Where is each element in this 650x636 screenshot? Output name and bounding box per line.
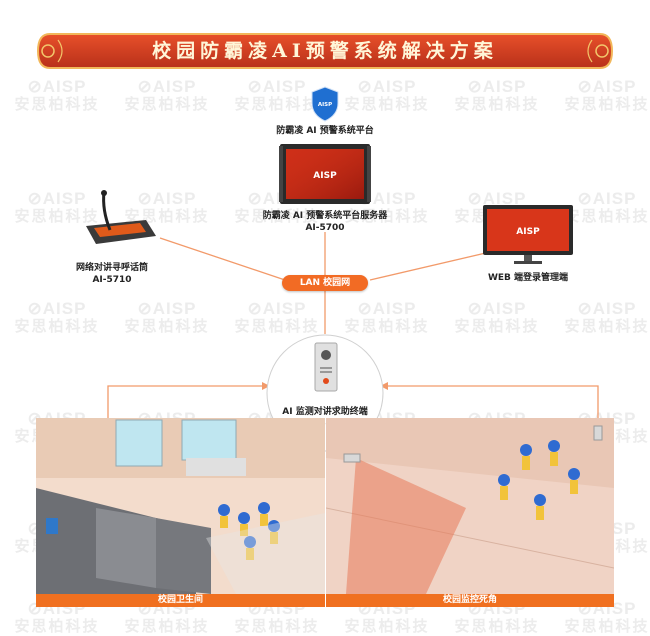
web-monitor-icon: AISP: [483, 205, 573, 264]
blind-spot-scene: [326, 418, 614, 594]
page-title: 校园防霸凌AI预警系统解决方案: [152, 40, 498, 62]
mic-name: 网络对讲寻呼话筒: [75, 263, 148, 273]
restroom-scene: [36, 418, 325, 594]
scene-label-restroom: 校园卫生间: [36, 594, 325, 607]
platform-logo-text: AISP: [318, 102, 332, 108]
mic-model: AI-5710: [92, 275, 132, 285]
server-model: AI-5700: [305, 223, 345, 233]
shield-logo-icon: AISP: [311, 86, 339, 122]
terminal-name: AI 监测对讲求助终端: [282, 407, 368, 417]
title-banner: [36, 33, 614, 69]
lan-badge: LAN 校园网: [282, 275, 368, 291]
server-device-icon: AISP: [279, 144, 371, 204]
paging-microphone-icon: [86, 190, 156, 244]
scene-label-blind-spot: 校园监控死角: [326, 594, 614, 607]
monitor-screen-text: AISP: [516, 227, 540, 237]
monitor-name: WEB 端登录管理端: [487, 273, 569, 283]
server-name: 防霸凌 AI 预警系统平台服务器: [262, 211, 388, 221]
platform-label: 防霸凌 AI 预警系统平台: [276, 126, 374, 136]
server-screen-text: AISP: [313, 171, 337, 181]
